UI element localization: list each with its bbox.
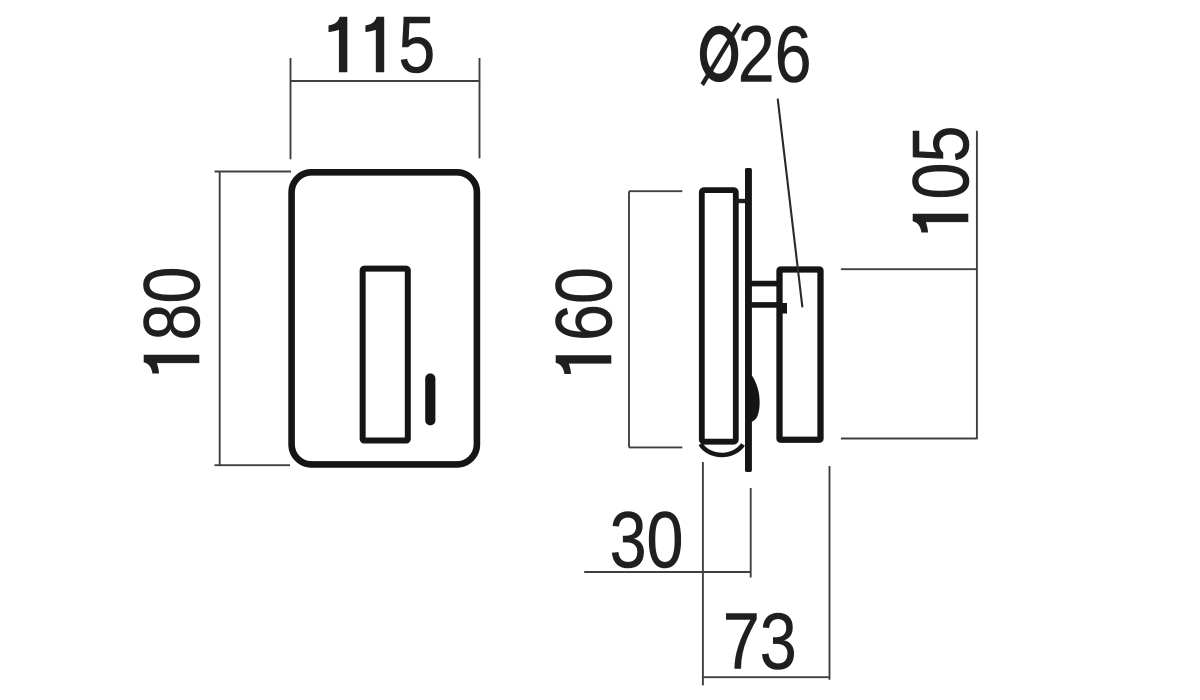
svg-text:60: 60: [538, 267, 628, 341]
svg-text:05: 05: [895, 126, 985, 200]
svg-text:80: 80: [126, 267, 216, 341]
svg-text:5: 5: [398, 0, 435, 89]
svg-text:26: 26: [738, 9, 812, 99]
svg-text:30: 30: [610, 494, 684, 584]
svg-text:73: 73: [723, 595, 797, 685]
